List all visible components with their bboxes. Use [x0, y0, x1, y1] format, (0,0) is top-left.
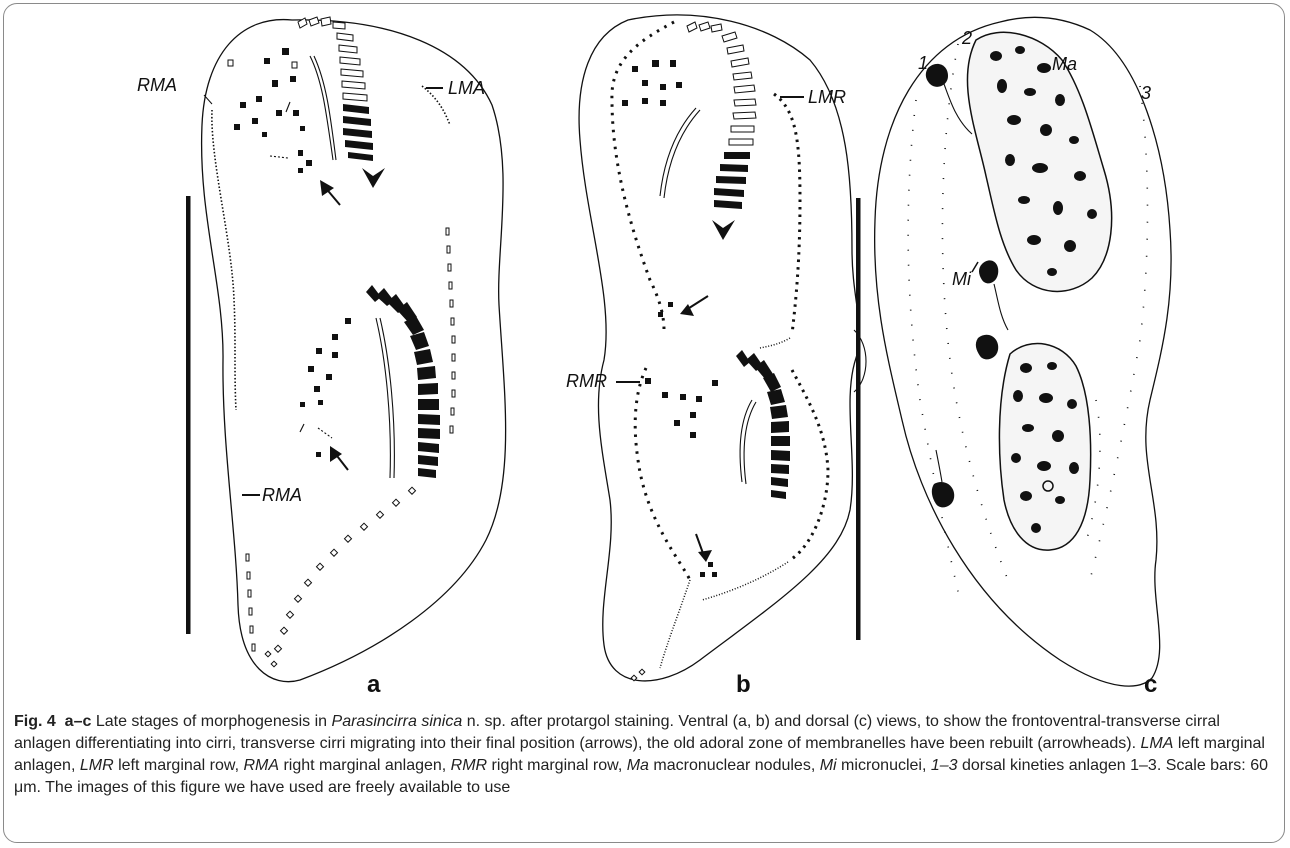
label-lmr: LMR: [808, 87, 846, 107]
caption-abbr-ma: Ma: [627, 757, 649, 774]
caption-text-1: Late stages of morphogenesis in: [91, 713, 331, 730]
panel-letter-c: c: [1144, 671, 1157, 698]
arrowhead-a: [362, 168, 385, 188]
adoral-zone-lower-a: [366, 285, 440, 478]
scale-bar-b: [856, 198, 861, 640]
adoral-zone-black-b: [714, 152, 750, 209]
transverse-cirri-a-upper: [270, 150, 312, 173]
label-rma-bottom: RMA: [262, 485, 302, 505]
cell-outline-b: [579, 15, 860, 681]
label-k2: 2: [961, 28, 972, 48]
adoral-zone-open-a: [298, 17, 367, 101]
caption-def-mi: micronuclei,: [837, 757, 931, 774]
frontal-cirri-b: [622, 60, 682, 106]
figure-caption: Fig. 4 a–c Late stages of morphogenesis …: [14, 711, 1276, 799]
adoral-zone-lower-b: [736, 350, 790, 499]
arrow-b-upper: [658, 296, 708, 317]
label-k3: 3: [1141, 83, 1151, 103]
left-marginal-open-a: [446, 228, 455, 433]
arrow-b-lower: [696, 534, 717, 577]
frontal-cirri-a-lower: [300, 318, 351, 438]
right-marginal-lower-a: [246, 554, 255, 651]
caption-def-lmr: left marginal row,: [114, 757, 244, 774]
scale-bar-a: [186, 196, 191, 634]
arrow-a-upper: [320, 180, 340, 205]
adoral-zone-open-b: [687, 22, 756, 145]
left-marginal-row-b-lower: [790, 370, 828, 560]
caption-fig-label: Fig. 4: [14, 713, 56, 730]
caption-abbr-lma: LMA: [1140, 735, 1173, 752]
left-marginal-anlagen-a: [422, 86, 450, 125]
panel-letter-b: b: [736, 671, 751, 698]
macronucleus-upper: [967, 32, 1111, 291]
left-marginal-row-b: [774, 94, 800, 334]
caption-panel-range: a–c: [65, 713, 92, 730]
adoral-zone-black-a: [343, 104, 373, 161]
arrowhead-b: [712, 220, 735, 240]
label-rma-top: RMA: [137, 75, 177, 95]
frontal-cirri-a: [228, 48, 305, 137]
label-lma: LMA: [448, 78, 485, 98]
panel-letter-a: a: [367, 671, 381, 698]
arrow-a-lower: [316, 446, 348, 470]
caption-species: Parasincirra sinica: [332, 713, 463, 730]
caption-abbr-rma: RMA: [243, 757, 279, 774]
label-rmr: RMR: [566, 371, 607, 391]
frontal-cirri-b-lower: [645, 378, 718, 438]
macronucleus-lower: [999, 344, 1090, 551]
left-marginal-diamonds-a: [265, 487, 415, 667]
right-marginal-anlagen-a: [212, 110, 236, 410]
caption-abbr-lmr: LMR: [80, 757, 114, 774]
figure-illustration: RMA LMA RMA a: [0, 0, 1290, 710]
caption-def-rmr: right marginal row,: [487, 757, 627, 774]
label-ma: Ma: [1052, 54, 1077, 74]
label-mi: Mi: [952, 269, 972, 289]
marginal-row-dots-b-left: [612, 22, 674, 330]
dorsal-kinety-1: [908, 100, 960, 600]
caption-abbr-rmr: RMR: [451, 757, 487, 774]
caption-def-rma: right marginal anlagen,: [279, 757, 451, 774]
undulating-membrane-a: [310, 56, 333, 160]
label-k1: 1: [918, 53, 928, 73]
panel-b: LMR RMR b: [566, 15, 866, 698]
panel-c: 1 2 3 Ma Mi c: [875, 17, 1171, 698]
caption-abbr-dk: 1–3: [931, 757, 958, 774]
caption-abbr-mi: Mi: [820, 757, 837, 774]
panel-a: RMA LMA RMA a: [137, 17, 506, 698]
caption-def-ma: macronuclear nodules,: [649, 757, 820, 774]
